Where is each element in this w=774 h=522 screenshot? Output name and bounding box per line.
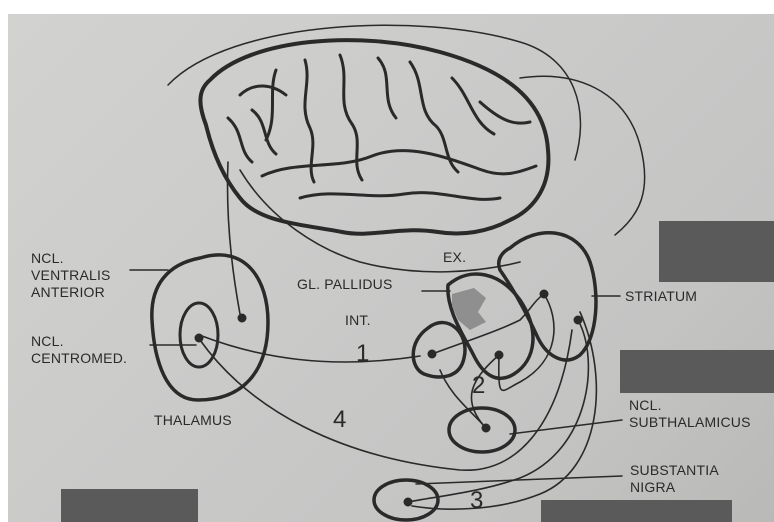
redaction-box-bottom-left	[61, 489, 198, 522]
ncl-centromed-neuron	[195, 334, 203, 342]
redaction-box-bottom-right	[541, 500, 732, 522]
pathway-number-1: 1	[356, 340, 369, 368]
label-gl-pallidus: GL. PALLIDUS	[297, 276, 393, 293]
pathway-number-4: 4	[333, 406, 346, 434]
redaction-box-top-right	[659, 221, 774, 282]
gl-pallidus-int-outline	[413, 323, 465, 377]
ncl-ventralis-neuron	[238, 314, 246, 322]
label-ncl-centromed: NCL. CENTROMED.	[31, 333, 127, 367]
label-ncl-ventralis-anterior: NCL. VENTRALIS ANTERIOR	[31, 250, 111, 301]
redaction-box-mid-right	[620, 350, 774, 393]
thalamus-outline	[152, 255, 268, 400]
pathway-number-2: 2	[472, 372, 485, 400]
label-striatum: STRIATUM	[625, 288, 697, 305]
brain-gyri	[228, 55, 536, 199]
label-ex: EX.	[443, 249, 466, 266]
projection-arc-right	[520, 76, 645, 235]
brain-outline	[200, 40, 548, 234]
label-thalamus: THALAMUS	[154, 412, 232, 429]
label-substantia-nigra: SUBSTANTIA NIGRA	[630, 462, 719, 496]
label-int: INT.	[345, 312, 371, 329]
label-ncl-subthalamicus: NCL. SUBTHALAMICUS	[629, 397, 751, 431]
pathway-number-3: 3	[470, 487, 483, 515]
